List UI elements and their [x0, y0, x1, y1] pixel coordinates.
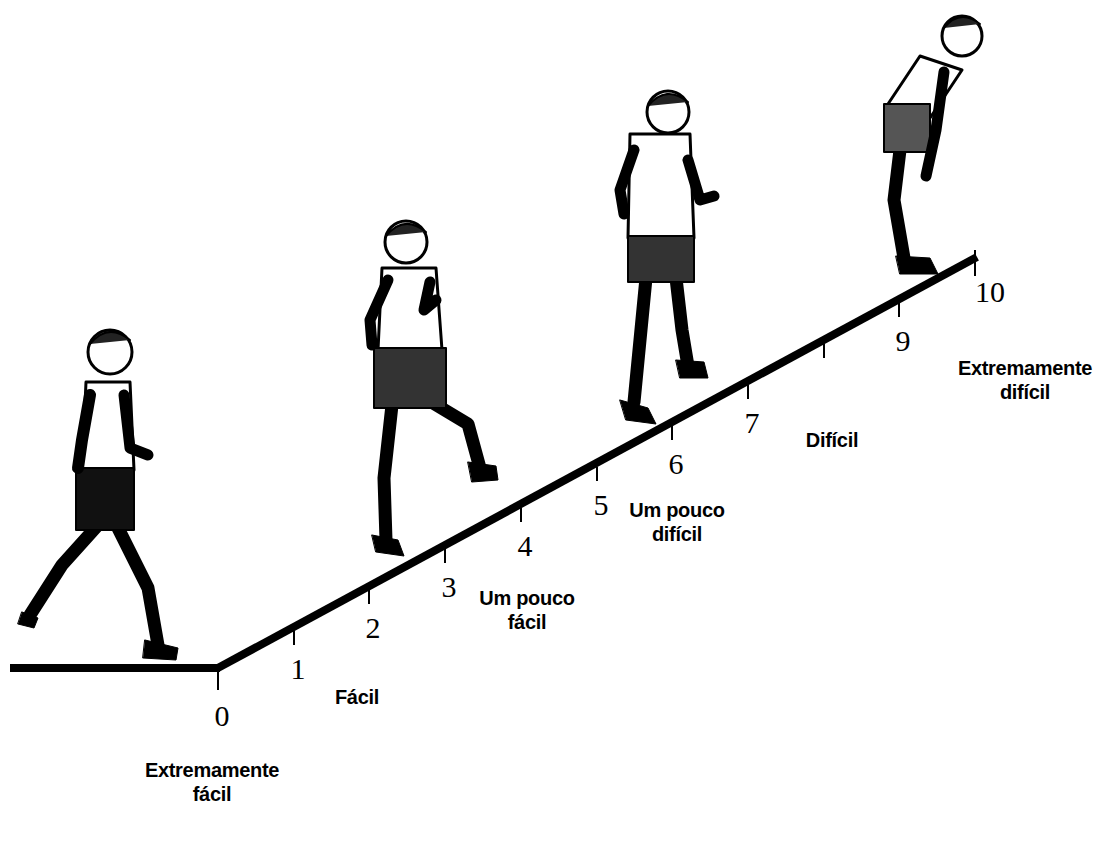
scale-number: 9	[896, 326, 911, 356]
scale-descriptor: Um pouco fácil	[462, 586, 592, 634]
scale-number: 6	[669, 449, 684, 479]
scale-descriptor: Um pouco difícil	[612, 498, 742, 546]
scale-number: 4	[518, 531, 533, 561]
scale-number: 3	[442, 572, 457, 602]
scale-descriptor: Extremamente difícil	[950, 356, 1100, 404]
climber-figure	[884, 16, 982, 274]
scale-number: 5	[594, 490, 609, 520]
scale-descriptor: Extremamente fácil	[132, 758, 292, 806]
scale-number: 2	[366, 613, 381, 643]
scale-descriptor: Difícil	[806, 428, 858, 452]
scale-descriptor: Fácil	[335, 685, 379, 709]
scale-number: 1	[291, 654, 306, 684]
scale-ticks	[218, 250, 975, 690]
scale-number: 10	[975, 277, 1005, 307]
scale-number: 7	[745, 408, 760, 438]
scale-ramp	[10, 257, 977, 669]
climber-figure	[620, 91, 714, 424]
climber-figure	[370, 221, 498, 556]
runner-figure	[18, 330, 178, 660]
scale-number: 0	[215, 701, 230, 731]
